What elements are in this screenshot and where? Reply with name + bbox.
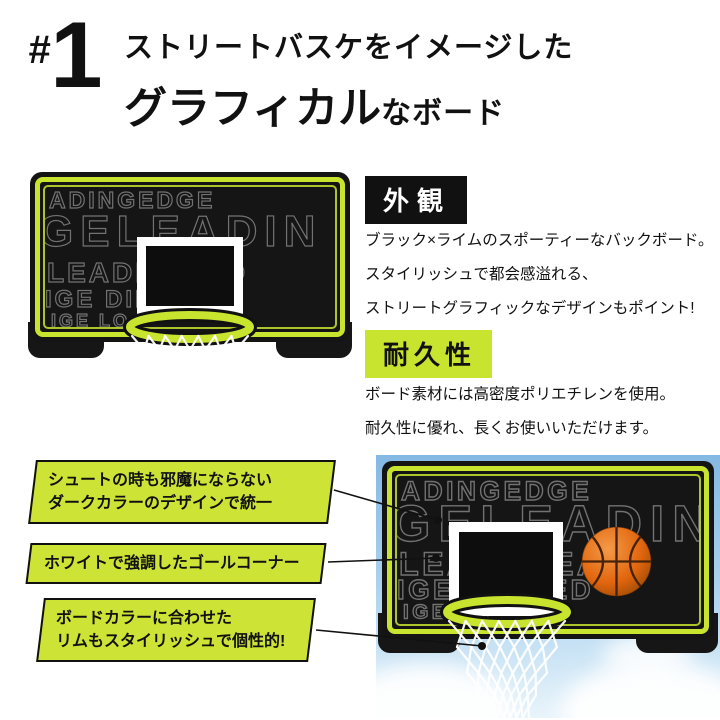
product-photo: ADINGEDGE GELEADIN LEADIN EAD IGE DINGED… (376, 455, 720, 718)
page-title-line1: ストリートバスケをイメージした (124, 32, 574, 64)
durability-text: ボード素材には高密度ポリエチレンを使用。 耐久性に優れ、長くお使いいただけます。 (365, 378, 675, 446)
callout-text-line: リムもスタイリッシュで個性的! (56, 633, 286, 650)
board-pattern-text: ADINGEDGE (48, 187, 216, 214)
page-title-line2-rest: なボード (381, 97, 506, 130)
callout-white-goal-corner: ホワイトで強調したゴールコーナー (25, 543, 327, 584)
callout-text: ボードカラーに合わせた リムもスタイリッシュで個性的! (56, 607, 296, 653)
feature-number-value: 1 (50, 2, 102, 107)
board-pattern-text: IGE LO (50, 310, 131, 329)
page-title-line2: グラフィカルなボード (124, 74, 573, 136)
backboard-lime-border: ADINGEDGE GELEADIN LEADIN EAD IGE DINGED… (35, 177, 345, 337)
durability-text-line: 耐久性に優れ、長くお使いいただけます。 (365, 420, 659, 437)
appearance-badge: 外観 (365, 176, 468, 224)
callout-text-line: ダークカラーのデザインで統一 (48, 495, 273, 512)
durability-text-line: ボード素材には高密度ポリエチレンを使用。 (365, 386, 676, 403)
callout-text-line: ボードカラーに合わせた (56, 610, 233, 627)
callout-text-line: ホワイトで強調したゴールコーナー (44, 555, 300, 572)
appearance-text-line: スタイリッシュで都会感溢れる、 (365, 266, 598, 283)
feature-number-hash: # (28, 28, 51, 72)
callout-text: シュートの時も邪魔にならない ダークカラーのデザインで統一 (48, 469, 316, 515)
photo-rim-and-net (440, 593, 574, 718)
shooter-square (137, 237, 243, 315)
appearance-text-line: ブラック×ライムのスポーティーなバックボード。 (365, 232, 714, 249)
appearance-text-line: ストリートグラフィックなデザインもポイント! (365, 300, 695, 317)
backboard-illustration: ADINGEDGE GELEADIN LEADIN EAD IGE DINGED… (28, 172, 352, 468)
callout-text-line: シュートの時も邪魔にならない (48, 472, 273, 489)
appearance-text: ブラック×ライムのスポーティーなバックボード。 スタイリッシュで都会感溢れる、 … (365, 224, 714, 326)
backboard-face: ADINGEDGE GELEADIN LEADIN EAD IGE DINGED… (43, 185, 337, 329)
rim-and-net (123, 308, 257, 454)
basketball-ball (581, 526, 652, 597)
page-title-emphasis: グラフィカル (124, 85, 382, 133)
callout-stylish-rim: ボードカラーに合わせた リムもスタイリッシュで個性的! (36, 598, 316, 662)
page-title: ストリートバスケをイメージした グラフィカルなボード (124, 24, 573, 136)
callout-dark-color-design: シュートの時も邪魔にならない ダークカラーのデザインで統一 (28, 460, 336, 524)
durability-badge: 耐久性 (365, 330, 493, 378)
backboard-frame: ADINGEDGE GELEADIN LEADIN EAD IGE DINGED… (30, 172, 350, 342)
callout-text: ホワイトで強調したゴールコーナー (44, 552, 308, 575)
feature-number: # 1 (28, 2, 103, 107)
